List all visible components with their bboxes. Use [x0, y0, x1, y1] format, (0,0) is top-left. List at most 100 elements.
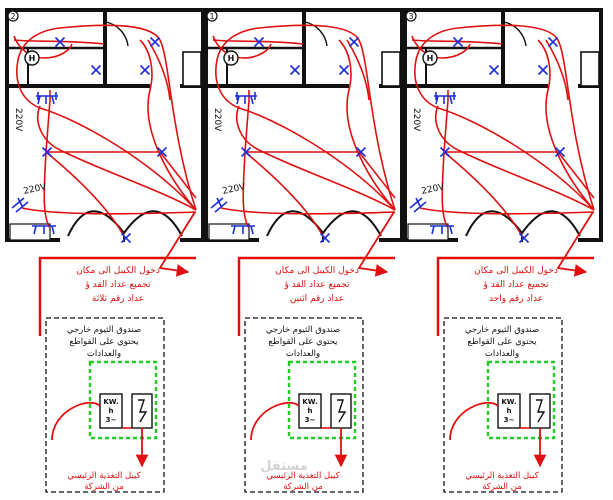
- cable-entry-text: تجميع عداد القد ؤ: [283, 280, 350, 290]
- light-point-icon: [338, 64, 350, 76]
- wire-run: [36, 105, 197, 211]
- fixtures: H: [409, 36, 566, 244]
- breaker-symbol: [337, 399, 347, 423]
- main-feed-text: من الشركة: [283, 482, 323, 492]
- breaker-symbol: [536, 399, 546, 423]
- door-swing: [304, 21, 328, 47]
- wiring: [411, 24, 595, 239]
- cable-entry-text: تجميع عداد القد ؤ: [84, 280, 151, 290]
- wall-niche: [208, 223, 250, 241]
- light-point-icon: [90, 64, 102, 76]
- wire-loop: [414, 24, 595, 211]
- kwh-meter-label: KW.: [302, 398, 317, 406]
- kwh-meter-label: 3~: [305, 416, 316, 424]
- door-swing: [503, 21, 527, 47]
- wire-run: [449, 401, 499, 441]
- meter-box-outline: [45, 317, 165, 493]
- wire-run: [235, 105, 396, 211]
- wire-run: [212, 39, 304, 45]
- light-point-icon: [547, 36, 559, 48]
- socket-outlet-icon: [430, 225, 454, 235]
- door-swing: [105, 21, 129, 47]
- light-point-icon: [355, 146, 367, 158]
- breaker-enclosure: [486, 360, 556, 440]
- heater-icon: [422, 50, 438, 66]
- voltage-label: 220V: [222, 182, 248, 197]
- wall-niche: [407, 223, 449, 241]
- wire-run: [443, 90, 449, 153]
- wire-run: [434, 105, 595, 211]
- kwh-meter-label: 3~: [504, 416, 515, 424]
- cable-entry-text: دخول الكيبل الى مكان: [474, 266, 558, 276]
- voltage-label: 220V: [13, 108, 23, 132]
- breaker-enclosure: [287, 360, 357, 440]
- light-point-icon: [240, 146, 252, 158]
- wire-run: [338, 39, 396, 211]
- kwh-meter-label: 3~: [106, 416, 117, 424]
- meter-box-outline: [244, 317, 364, 493]
- socket-outlet-icon: [231, 225, 255, 235]
- main-feed-text: كيبل التغذية الرئيسي: [465, 471, 539, 481]
- wire-run: [242, 151, 250, 229]
- double-door-swing: [67, 210, 183, 237]
- wire-run: [43, 151, 51, 229]
- double-door-swing: [266, 210, 382, 237]
- meter-box-description: يحتوي على القواطع: [69, 337, 139, 347]
- main-feed-text: كيبل التغذية الرئيسي: [67, 471, 141, 481]
- wire-run: [419, 207, 595, 215]
- fixtures: H: [210, 36, 367, 244]
- cable-entry-bracket: [237, 256, 395, 336]
- wire-run: [441, 151, 449, 229]
- double-door-swing: [465, 210, 581, 237]
- socket-outlet-icon: [409, 197, 427, 213]
- wire-run: [537, 39, 595, 211]
- socket-outlet-icon: [235, 92, 257, 105]
- kwh-meter: [99, 393, 123, 429]
- heater-icon: [24, 50, 40, 66]
- wire-run: [411, 35, 471, 59]
- meter-box-description: صندوق الثيوم خارجي: [266, 325, 340, 335]
- cable-entry-text: دخول الكيبل الى مكان: [76, 266, 160, 276]
- circuit-breaker-icon: [529, 393, 551, 429]
- panel-number-badge: [405, 10, 417, 22]
- socket-outlet-icon: [11, 197, 29, 213]
- cable-entry-text: عداد رقم اثنين: [290, 294, 344, 304]
- cable-entry-arrow: [556, 211, 594, 277]
- wire-run: [443, 151, 524, 239]
- cabinet: [381, 51, 401, 87]
- main-feed-text: من الشركة: [482, 482, 522, 492]
- wire-run: [444, 151, 595, 199]
- light-point-icon: [518, 232, 530, 244]
- meter-box-description: صندوق الثيوم خارجي: [465, 325, 539, 335]
- light-point-icon: [348, 36, 360, 48]
- wire-run: [46, 151, 197, 199]
- kwh-meter: [298, 393, 322, 429]
- wall-niche: [9, 223, 51, 241]
- socket-outlet-icon: [434, 92, 456, 105]
- kwh-meter: [497, 393, 521, 429]
- light-point-icon: [253, 36, 265, 48]
- wire-run: [139, 39, 197, 211]
- light-point-icon: [120, 232, 132, 244]
- cable-entry-arrow: [357, 211, 395, 277]
- breaker-enclosure: [88, 360, 158, 440]
- light-point-icon: [319, 232, 331, 244]
- heater-label: H: [228, 54, 235, 63]
- light-point-icon: [488, 64, 500, 76]
- light-point-icon: [41, 146, 53, 158]
- wire-run: [411, 39, 503, 45]
- wire-run: [245, 151, 396, 199]
- wiring: [212, 24, 396, 239]
- wire-run: [212, 35, 272, 59]
- breaker-symbol: [138, 399, 148, 423]
- wire-run: [13, 39, 105, 45]
- floor-plan-walls: [204, 8, 404, 243]
- wire-run: [244, 90, 250, 153]
- meter-box-outline: [443, 317, 563, 493]
- main-feed-text: من الشركة: [84, 482, 124, 492]
